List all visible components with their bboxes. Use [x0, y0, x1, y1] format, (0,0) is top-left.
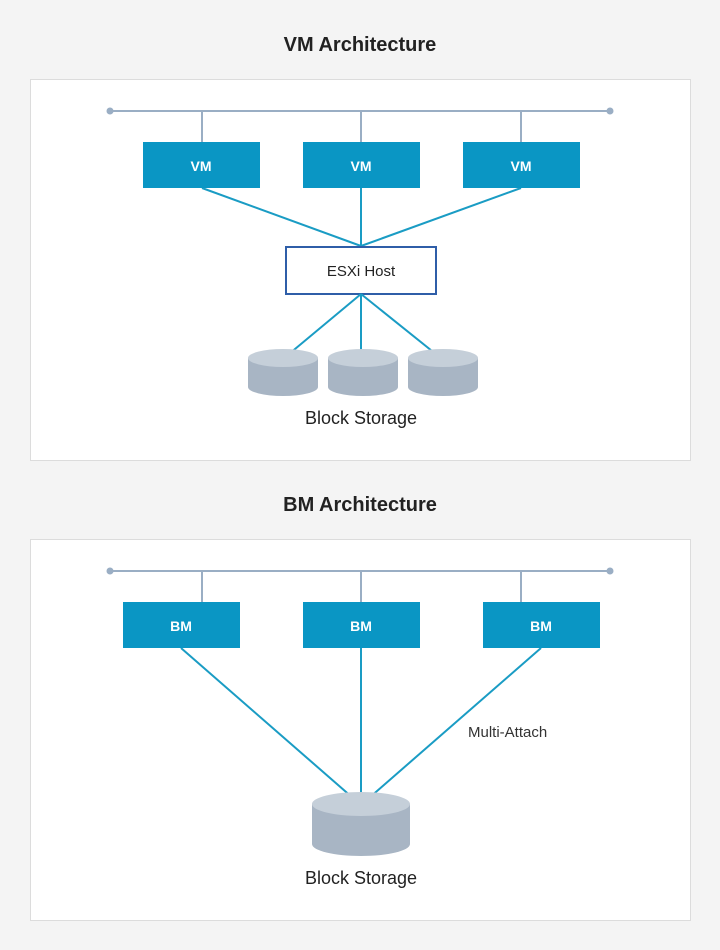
bm-architecture-title: BM Architecture	[283, 494, 437, 516]
vm-storage-disk-2	[328, 349, 398, 396]
bm-storage-disk	[312, 792, 410, 856]
vm-host-links	[201, 187, 522, 247]
bm-node-label: BM	[170, 618, 192, 634]
vm-node-label: VM	[511, 158, 532, 174]
vm-node-label: VM	[351, 158, 372, 174]
vm-node-3[interactable]: VM	[463, 142, 580, 188]
bm-node-label: BM	[350, 618, 372, 634]
vm-node-label: VM	[191, 158, 212, 174]
vm-network-bus	[106, 107, 614, 143]
vm-storage-disk-1	[248, 349, 318, 396]
vm-storage-links	[282, 293, 443, 360]
bm-node-label: BM	[530, 618, 552, 634]
vm-node-1[interactable]: VM	[143, 142, 260, 188]
bm-block-storage-label: Block Storage	[305, 868, 417, 888]
bm-node-1[interactable]: BM	[123, 602, 240, 648]
bm-network-bus	[106, 567, 614, 603]
bm-node-2[interactable]: BM	[303, 602, 420, 648]
esxi-host-box[interactable]: ESXi Host	[285, 246, 437, 295]
bm-storage-links	[180, 647, 542, 806]
bm-node-3[interactable]: BM	[483, 602, 600, 648]
vm-block-storage-label: Block Storage	[305, 408, 417, 428]
vm-node-2[interactable]: VM	[303, 142, 420, 188]
multi-attach-label: Multi-Attach	[468, 724, 547, 741]
esxi-host-label: ESXi Host	[327, 263, 396, 280]
vm-architecture-title: VM Architecture	[283, 34, 437, 56]
vm-storage-disk-3	[408, 349, 478, 396]
